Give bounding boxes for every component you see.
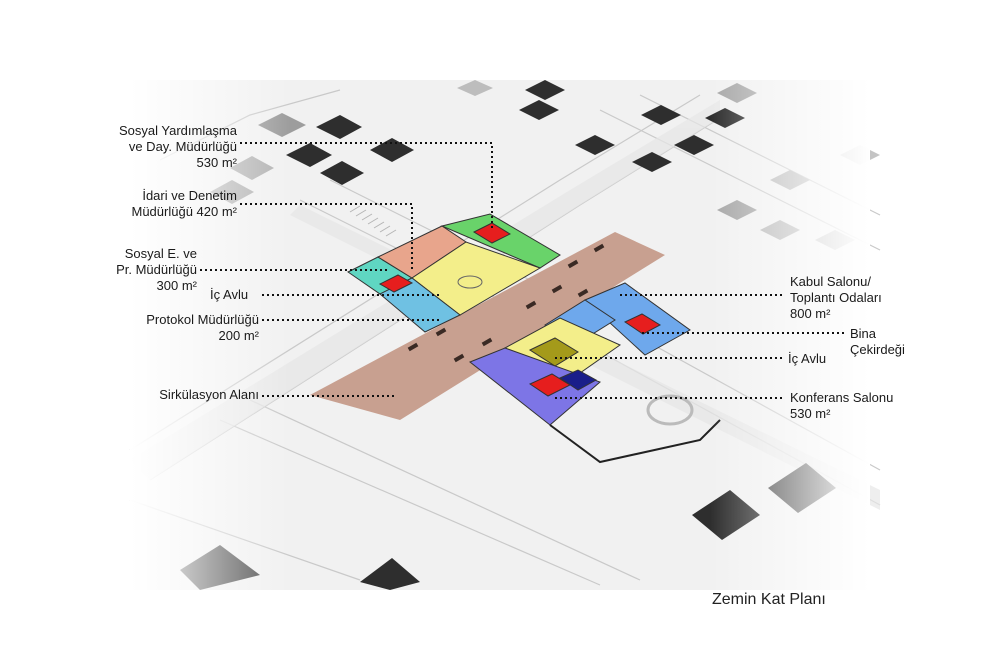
label-ic-avlu-left: İç Avlu	[210, 287, 249, 302]
label-konferans-salonu: Konferans Salonu 530 m²	[790, 390, 893, 422]
leader-idari	[240, 203, 413, 270]
label-bina-line1: Bina	[850, 326, 877, 341]
label-bina-line2: Çekirdeği	[850, 342, 905, 357]
label-konferans-line1: Konferans Salonu	[790, 390, 894, 405]
core-north-2	[472, 222, 512, 244]
label-idari-line2: Müdürlüğü 420 m²	[131, 204, 238, 219]
label-protokol: Protokol Müdürlüğü 200 m²	[146, 312, 259, 344]
label-bina-cekirdegi: Bina Çekirdeği	[850, 326, 905, 358]
leader-sosyal-yardim	[240, 142, 493, 230]
parking-lines	[349, 205, 397, 237]
label-kabul-line1: Kabul Salonu/	[790, 274, 871, 289]
fade-left	[130, 80, 290, 590]
core-north-1	[378, 274, 414, 293]
oval-track	[646, 394, 694, 426]
label-sirkulasyon: Sirkülasyon Alanı	[159, 387, 259, 402]
label-idari-denetim: İdari ve Denetim Müdürlüğü 420 m²	[132, 188, 238, 220]
courtyard-ellipse	[457, 275, 483, 289]
label-protokol-area: 200 m²	[218, 328, 259, 343]
label-sosyal-e-line1: Sosyal E. ve	[124, 246, 197, 261]
label-konferans-area: 530 m²	[790, 406, 831, 421]
label-idari-line1: İdari ve Denetim	[142, 188, 237, 203]
fade-right	[710, 80, 870, 590]
zone-sirkulasyon	[310, 232, 665, 420]
label-sosyal-yardimlasma-line1: Sosyal Yardımlaşma	[118, 123, 237, 138]
core-navy	[558, 369, 598, 391]
label-kabul-salonu: Kabul Salonu/ Toplantı Odaları 800 m²	[790, 274, 882, 322]
label-kabul-line2: Toplantı Odaları	[790, 290, 882, 305]
label-ic-avlu-right: İç Avlu	[788, 351, 827, 366]
label-sosyal-yardimlasma: Sosyal Yardımlaşma ve Day. Müdürlüğü 530…	[119, 123, 237, 171]
label-sosyal-e-line2: Pr. Müdürlüğü	[116, 262, 197, 277]
core-south-1	[528, 373, 572, 397]
label-sosyal-e-area: 300 m²	[156, 278, 197, 293]
label-kabul-area: 800 m²	[790, 306, 831, 321]
label-sosyal-e: Sosyal E. ve Pr. Müdürlüğü 300 m²	[116, 246, 197, 294]
page-title: Zemin Kat Planı	[712, 591, 826, 608]
south-block	[469, 282, 691, 426]
label-sosyal-yardimlasma-line2: ve Day. Müdürlüğü	[128, 139, 237, 154]
label-sosyal-yardimlasma-area: 530 m²	[196, 155, 237, 170]
north-block	[347, 213, 561, 333]
zone-sosyal-yardim	[440, 213, 561, 269]
core-south-2	[623, 313, 662, 335]
leader-lines	[200, 142, 845, 399]
label-protokol-line1: Protokol Müdürlüğü	[146, 312, 259, 327]
circulation-benches	[407, 243, 605, 363]
